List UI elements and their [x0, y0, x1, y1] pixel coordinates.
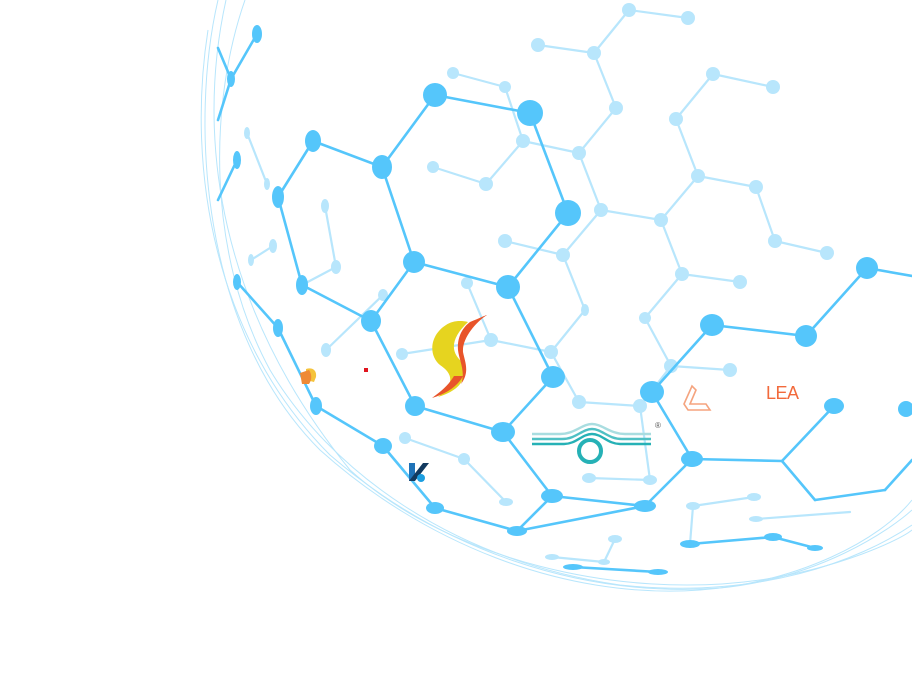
orange-yellow-logo [300, 368, 317, 384]
flame-s-logo [432, 315, 487, 398]
lea-logo-text: LEA [766, 383, 799, 403]
foreground-network-edges [216, 32, 912, 574]
foreground-network-nodes [227, 25, 912, 575]
registered-mark: ® [655, 421, 661, 430]
background-network-edges [245, 8, 852, 564]
lea-logo-mark [683, 384, 712, 411]
sphere-outline-arcs [200, 0, 912, 592]
red-square-logo [364, 368, 368, 372]
background-network-nodes [244, 3, 834, 565]
teal-wave-logo [532, 422, 651, 464]
k-logo [409, 463, 429, 482]
